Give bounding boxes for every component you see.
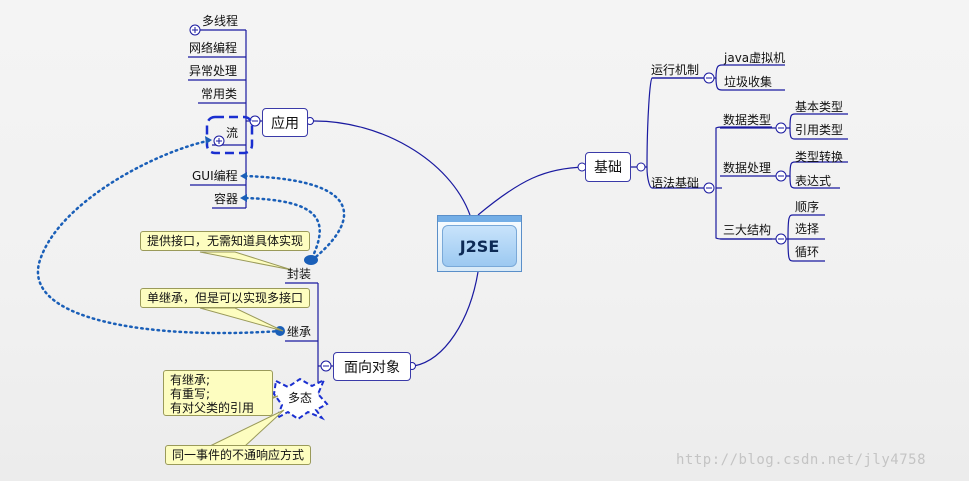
note-polymorphism-line-1: 有继承; <box>170 373 211 387</box>
topic-data-types[interactable]: 数据类型 <box>723 113 772 127</box>
note-polymorphism-line-2: 有重写; <box>170 387 211 401</box>
topic-inheritance[interactable]: 继承 <box>287 325 312 339</box>
topic-gui-programming[interactable]: GUI编程 <box>192 169 238 183</box>
topic-type-conversion[interactable]: 类型转换 <box>795 150 844 164</box>
note-inheritance: 单继承，但是可以实现多接口 <box>140 288 311 308</box>
connector-center-basics <box>477 166 586 216</box>
topic-multithreading[interactable]: 多线程 <box>202 14 239 28</box>
topic-three-structures[interactable]: 三大结构 <box>723 223 772 237</box>
note-encapsulation: 提供接口，无需知道具体实现 <box>140 231 311 251</box>
topic-exception-handling[interactable]: 异常处理 <box>189 64 238 78</box>
topic-encapsulation[interactable]: 封装 <box>287 267 312 281</box>
topic-common-classes[interactable]: 常用类 <box>201 87 238 101</box>
topic-stream[interactable]: 流 <box>226 126 239 140</box>
topic-runtime[interactable]: 运行机制 <box>651 63 700 77</box>
topic-primitive-types[interactable]: 基本类型 <box>795 100 844 114</box>
topic-containers[interactable]: 容器 <box>214 192 239 206</box>
central-topic-label: J2SE <box>442 225 517 267</box>
topic-jvm[interactable]: java虚拟机 <box>724 51 786 65</box>
connector-center-oop <box>413 271 479 367</box>
stream-highlight <box>205 115 254 155</box>
polymorphism-burst <box>272 377 329 421</box>
note-polymorphism-line-3: 有对父类的引用 <box>170 401 255 415</box>
topic-data-processing[interactable]: 数据处理 <box>723 161 772 175</box>
note-polymorphism-extra: 同一事件的不通响应方式 <box>165 445 312 465</box>
topic-network-programming[interactable]: 网络编程 <box>189 41 238 55</box>
topic-basics[interactable]: 基础 <box>585 152 631 182</box>
topic-gc[interactable]: 垃圾收集 <box>724 75 773 89</box>
topic-sequence[interactable]: 顺序 <box>795 200 820 214</box>
central-topic-header <box>438 216 521 222</box>
topic-selection[interactable]: 选择 <box>795 222 820 236</box>
note-polymorphism: 有继承; 有重写; 有对父类的引用 <box>163 370 273 416</box>
topic-syntax[interactable]: 语法基础 <box>651 176 700 190</box>
topic-application[interactable]: 应用 <box>262 108 308 137</box>
watermark: http://blog.csdn.net/jly4758 <box>676 452 927 468</box>
topic-oop[interactable]: 面向对象 <box>333 352 411 381</box>
topic-reference-types[interactable]: 引用类型 <box>795 123 844 137</box>
topic-loop[interactable]: 循环 <box>795 245 820 259</box>
central-topic[interactable]: J2SE <box>437 215 522 272</box>
connector-center-app <box>311 120 471 216</box>
topic-polymorphism[interactable]: 多态 <box>288 391 313 405</box>
topic-expression[interactable]: 表达式 <box>795 174 832 188</box>
